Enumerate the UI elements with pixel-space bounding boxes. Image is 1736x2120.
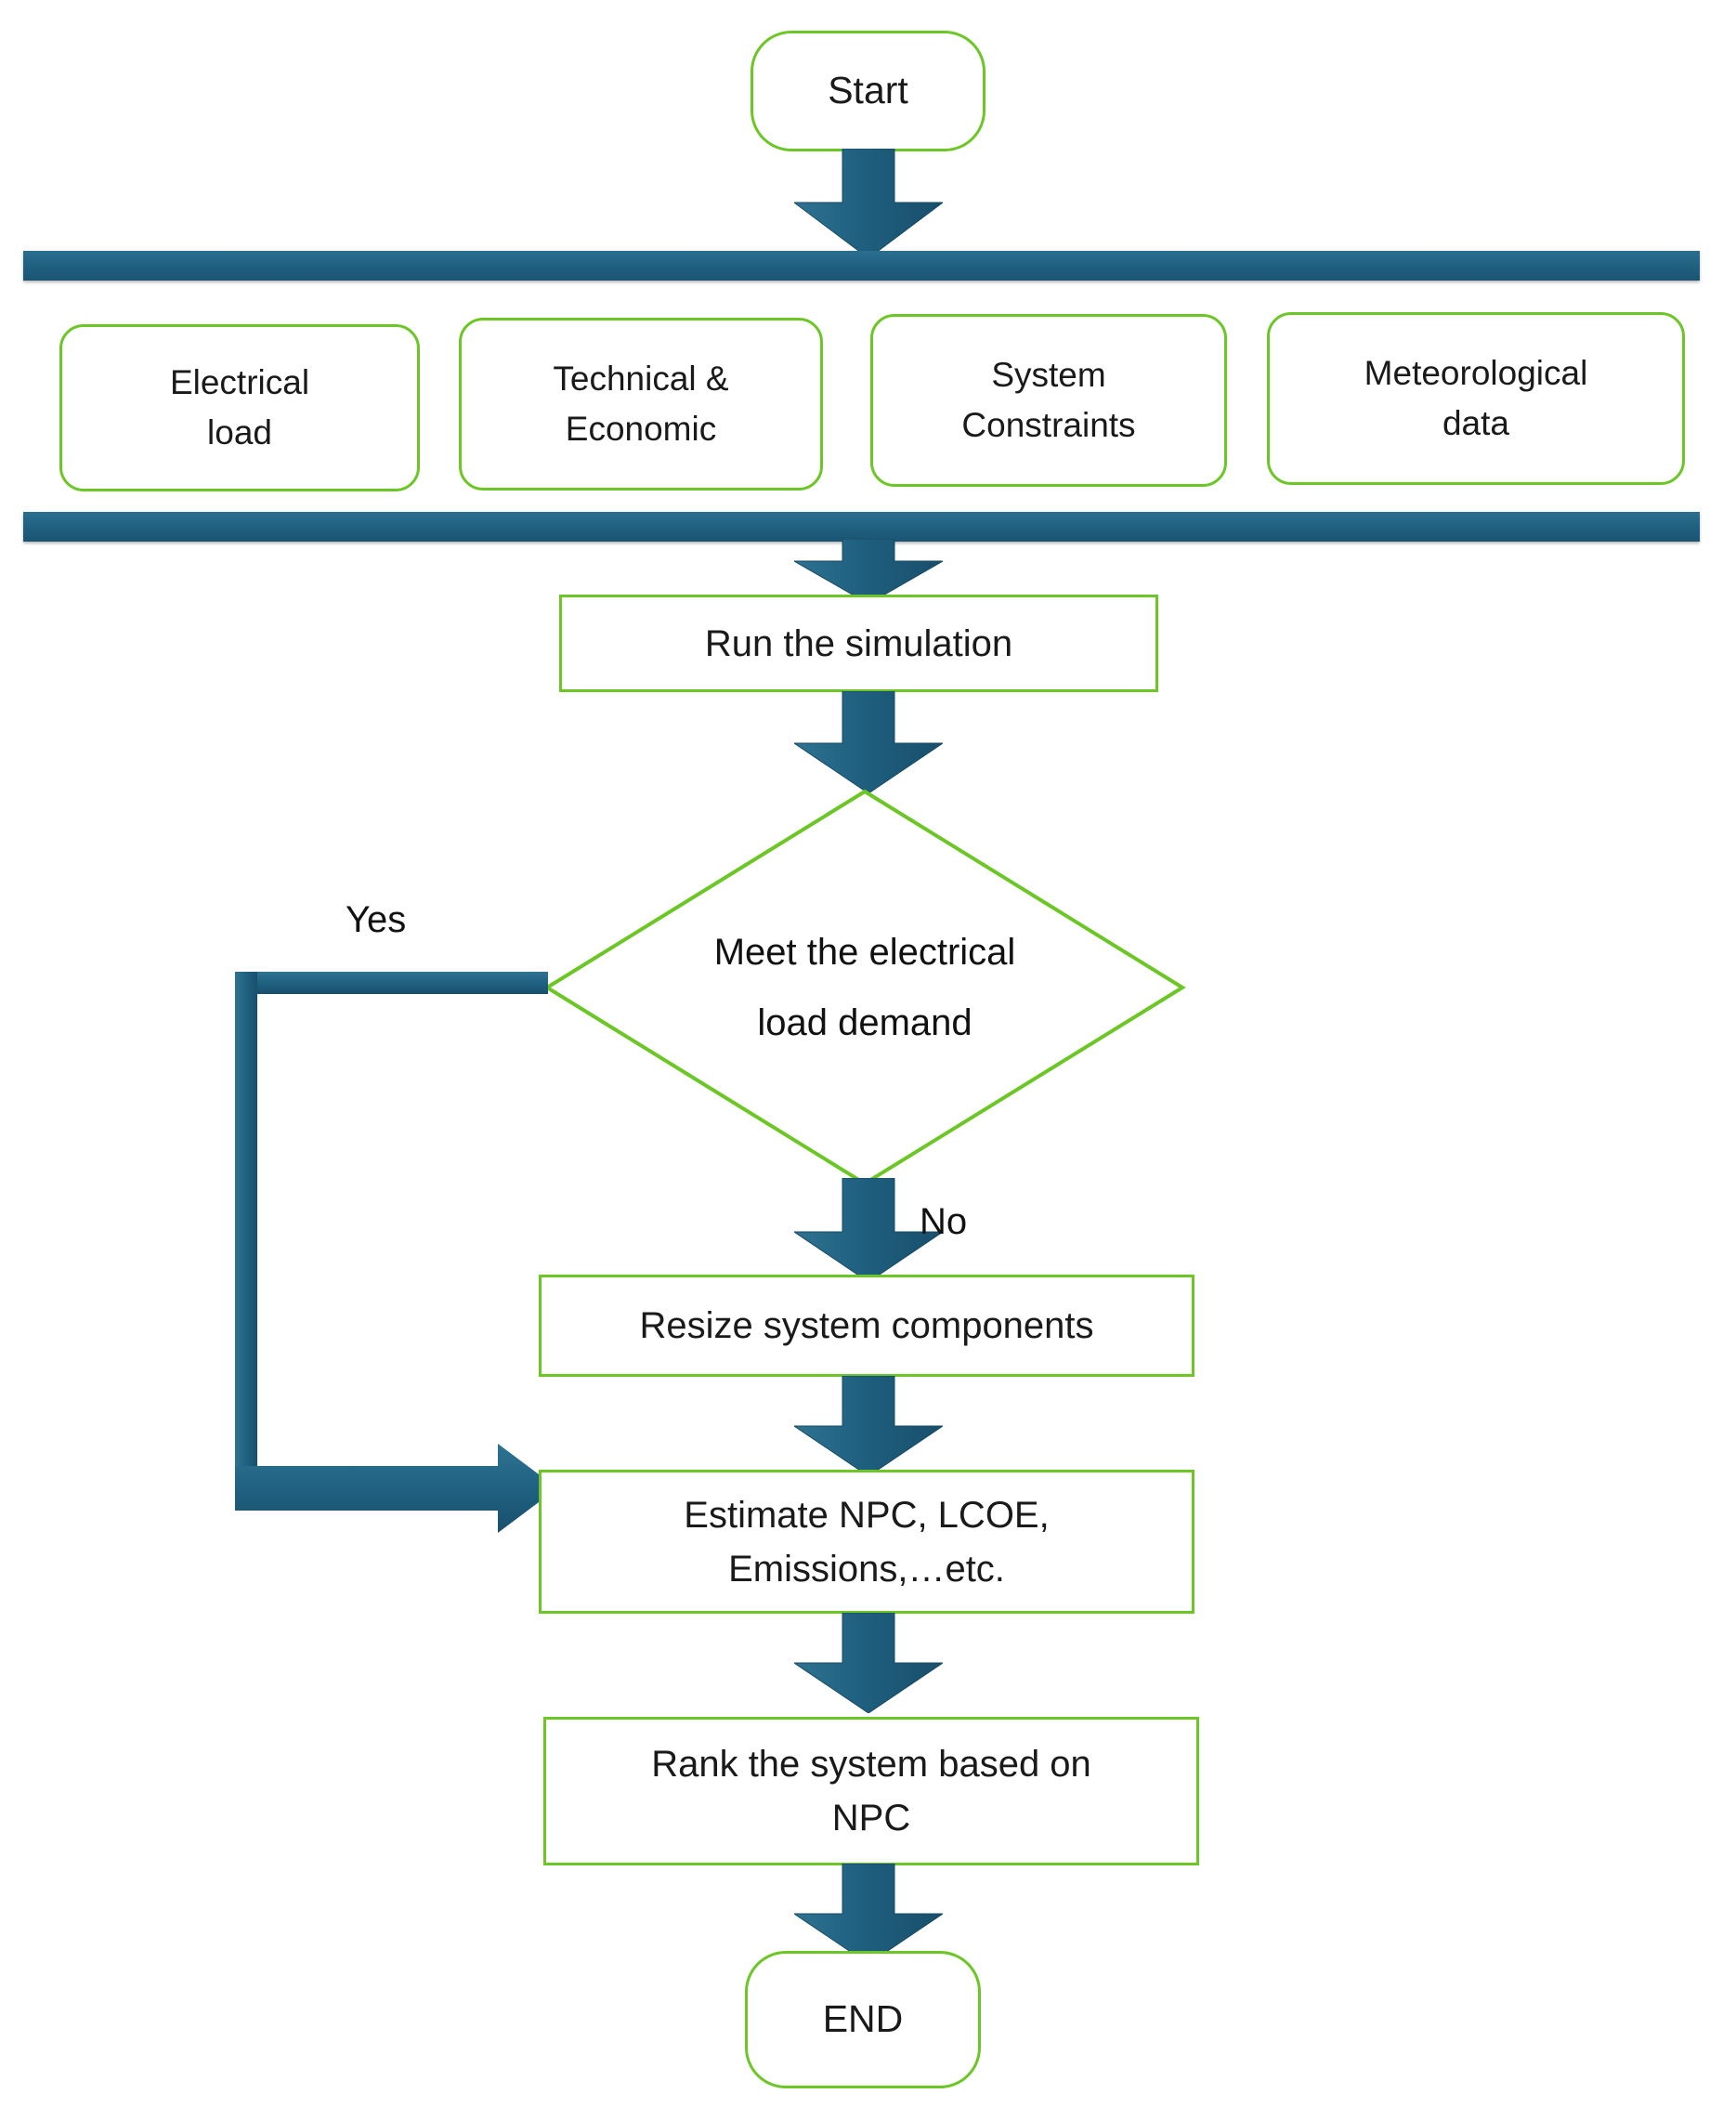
node-input-system-constraints[interactable]: System Constraints xyxy=(870,314,1227,487)
input-collector-bar-bottom xyxy=(23,512,1700,542)
edge-label-yes: Yes xyxy=(346,899,406,941)
arrow-resize-to-estimate xyxy=(794,1376,943,1476)
arrow-rank-to-end xyxy=(794,1864,943,1964)
arrow-collector-to-run-simulation xyxy=(794,539,943,604)
node-resize-components-label: Resize system components xyxy=(639,1305,1094,1346)
input-collector-bar-top xyxy=(23,251,1700,281)
arrow-estimate-to-rank xyxy=(794,1613,943,1713)
node-input-electrical-load-label: Electrical load xyxy=(169,363,310,451)
node-input-technical-economic-label: Technical & Economic xyxy=(553,360,729,448)
node-start[interactable]: Start xyxy=(751,31,985,151)
edge-label-no-text: No xyxy=(920,1201,968,1242)
arrow-yes-loop-to-estimate xyxy=(223,972,557,1553)
node-end-label: END xyxy=(822,1997,904,2041)
node-input-electrical-load[interactable]: Electrical load xyxy=(59,324,420,491)
node-input-technical-economic[interactable]: Technical & Economic xyxy=(459,318,823,491)
node-input-meteorological-data-label: Meteorological data xyxy=(1364,354,1588,442)
arrow-decision-no-to-resize xyxy=(794,1178,943,1282)
node-input-meteorological-data[interactable]: Meteorological data xyxy=(1267,312,1685,485)
node-estimate-metrics-label: Estimate NPC, LCOE, Emissions,…etc. xyxy=(684,1494,1050,1590)
node-run-simulation-label: Run the simulation xyxy=(704,622,1013,664)
node-rank-system[interactable]: Rank the system based on NPC xyxy=(543,1717,1199,1865)
node-start-label: Start xyxy=(828,69,908,112)
node-end[interactable]: END xyxy=(745,1951,981,2088)
node-resize-components[interactable]: Resize system components xyxy=(539,1275,1194,1377)
arrow-start-to-collector xyxy=(794,149,943,258)
node-estimate-metrics[interactable]: Estimate NPC, LCOE, Emissions,…etc. xyxy=(539,1470,1194,1614)
node-decision-meet-load[interactable]: Meet the electrical load demand xyxy=(543,788,1186,1187)
edge-label-no: No xyxy=(920,1201,967,1243)
node-rank-system-label: Rank the system based on NPC xyxy=(651,1744,1091,1839)
node-input-system-constraints-label: System Constraints xyxy=(961,356,1136,444)
edge-label-yes-text: Yes xyxy=(346,899,407,940)
arrow-run-simulation-to-decision xyxy=(794,691,943,793)
node-decision-label: Meet the electrical load demand xyxy=(713,932,1016,1043)
node-run-simulation[interactable]: Run the simulation xyxy=(559,595,1158,692)
